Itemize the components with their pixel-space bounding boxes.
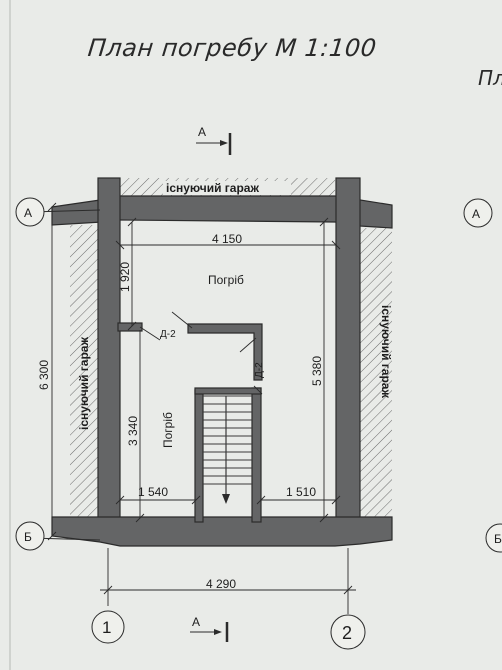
room-upper-label: Погріб [208, 273, 244, 287]
section-marker-top: А [196, 125, 232, 155]
garage-top-label: існуючий гараж [166, 181, 259, 195]
garage-right-hatch [360, 228, 392, 518]
garage-left-hatch [70, 225, 102, 517]
section-label-top: А [198, 125, 206, 139]
axis-2-label: 2 [342, 623, 352, 643]
next-drawing-title-fragment: Пл [478, 66, 502, 90]
walls [51, 177, 393, 547]
wall-left [97, 177, 121, 541]
dimension-lines [29, 202, 356, 614]
section-label-bottom: А [192, 615, 200, 629]
stair-wall-left [194, 389, 204, 523]
dim-lower-depth: 3 340 [126, 416, 140, 446]
axis-1-bubble [91, 610, 125, 644]
stair-wall-top [194, 387, 262, 395]
stair-direction-arrow [222, 494, 230, 504]
dim-upper-depth: 1 920 [118, 262, 132, 292]
axis-a-label: А [24, 206, 32, 220]
dim-inner-width: 4 150 [212, 232, 242, 246]
dim-overall-height: 6 300 [37, 360, 51, 390]
axis-b-right-label: Б [494, 532, 502, 546]
door-right-label: Д-2 [254, 362, 265, 378]
axis-b-bubble [15, 521, 45, 551]
axis-bubbles [15, 197, 502, 650]
wall-right [335, 177, 361, 541]
door-left-label: Д-2 [160, 329, 176, 340]
room-lower-label: Погріб [161, 412, 175, 448]
axis-b-label: Б [24, 530, 32, 544]
dim-overall-width: 4 290 [206, 577, 236, 591]
staircase [203, 395, 252, 504]
section-marker-bottom: А [190, 615, 229, 642]
garage-right-label: існуючий гараж [379, 305, 393, 398]
axis-b-right-bubble [485, 523, 502, 553]
axis-a-right-bubble [463, 198, 493, 228]
wall-stub-left [117, 322, 143, 332]
partition-upper [187, 323, 263, 381]
garage-top-label-bg [163, 181, 291, 195]
dim-right-depth: 5 380 [310, 356, 324, 386]
dim-left-lower: 1 540 [138, 485, 168, 499]
wall-bottom [51, 516, 393, 547]
garage-left-label: існуючий гараж [77, 337, 91, 430]
axis-a-bubble [15, 197, 45, 227]
axis-2-bubble [330, 614, 366, 650]
axis-a-right-label: А [472, 207, 480, 221]
dim-right-lower: 1 510 [286, 485, 316, 499]
axis-1-label: 1 [102, 618, 111, 637]
